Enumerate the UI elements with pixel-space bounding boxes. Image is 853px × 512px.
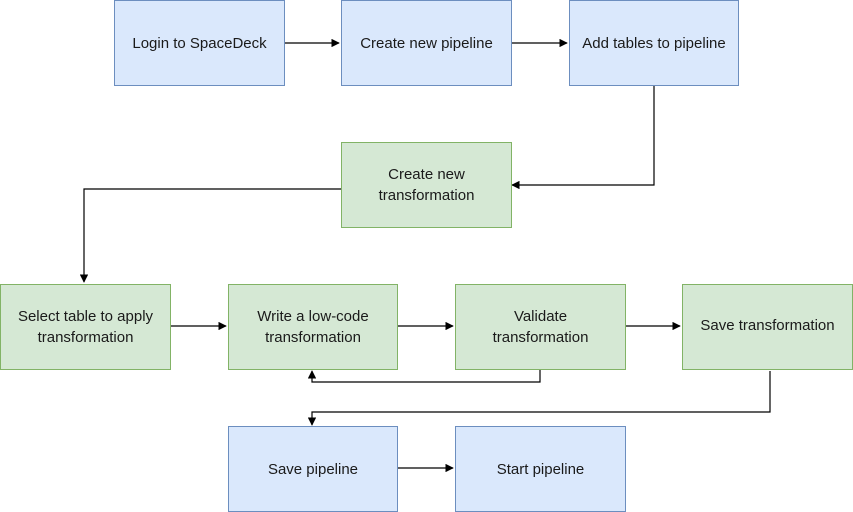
- node-save-transformation[interactable]: Save transformation: [682, 284, 853, 370]
- node-label: Create new pipeline: [360, 34, 493, 52]
- node-add-tables-to-pipeline[interactable]: Add tables to pipeline: [569, 0, 739, 86]
- node-label: Start pipeline: [496, 460, 585, 478]
- node-label: Write a low-code transformation: [257, 308, 369, 346]
- node-label: Save transformation: [700, 317, 835, 334]
- node-login-to-spacedeck[interactable]: Login to SpaceDeck: [114, 0, 285, 86]
- node-write-low-code-transformation[interactable]: Write a low-code transformation: [228, 284, 398, 370]
- edge-save-transformation-to-save-pipeline: [307, 371, 771, 426]
- edge-create-transformation-to-select-table: [79, 188, 341, 283]
- node-label: Save pipeline: [267, 460, 359, 478]
- node-save-pipeline[interactable]: Save pipeline: [228, 426, 398, 512]
- edge-validate-back-to-write-transformation: [307, 369, 541, 383]
- node-label: Create new transformation: [378, 166, 475, 204]
- node-create-new-transformation[interactable]: Create new transformation: [341, 142, 512, 228]
- node-label: Validate transformation: [492, 308, 589, 346]
- node-select-table-to-apply-transformation[interactable]: Select table to apply transformation: [0, 284, 171, 370]
- node-start-pipeline[interactable]: Start pipeline: [455, 426, 626, 512]
- node-label: Login to SpaceDeck: [132, 34, 267, 52]
- edge-add-tables-to-create-transformation: [511, 86, 655, 190]
- node-label: Select table to apply transformation: [17, 308, 154, 346]
- node-create-new-pipeline[interactable]: Create new pipeline: [341, 0, 512, 86]
- node-label: Add tables to pipeline: [582, 34, 726, 52]
- node-validate-transformation[interactable]: Validate transformation: [455, 284, 626, 370]
